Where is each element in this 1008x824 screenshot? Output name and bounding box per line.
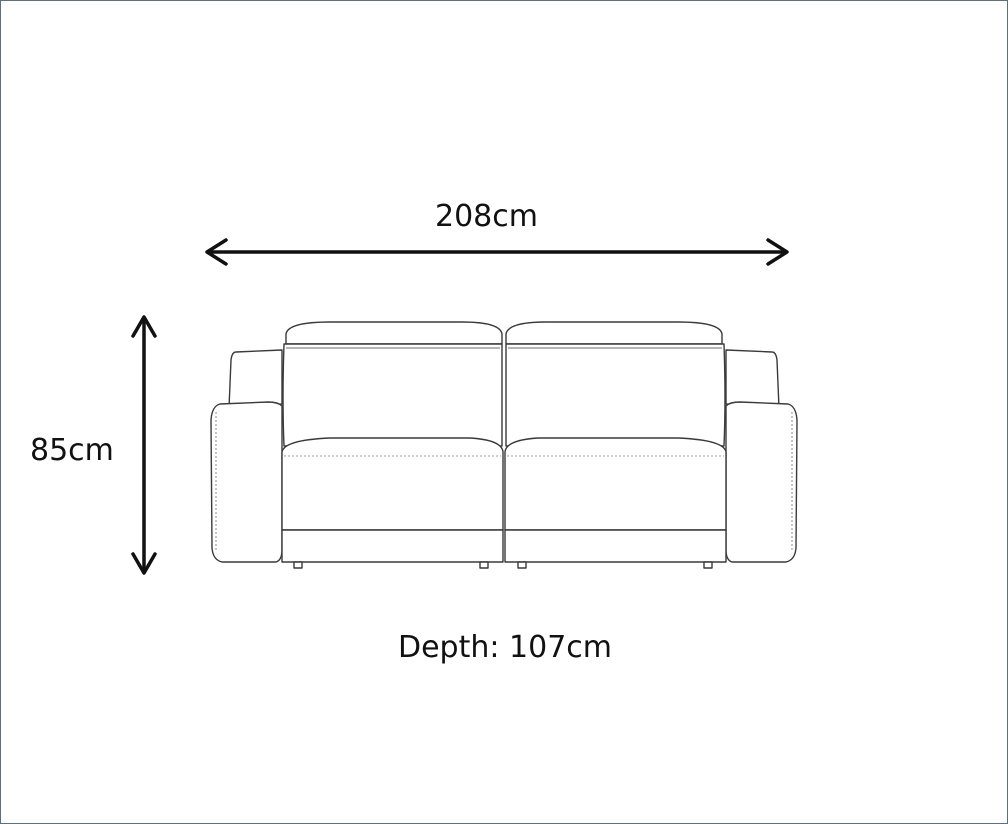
left-arm [210, 401, 283, 563]
foot [293, 561, 303, 569]
right-headrest [505, 321, 723, 345]
depth-label: Depth: 107cm [398, 630, 612, 665]
height-label: 85cm [30, 433, 114, 468]
foot [479, 561, 489, 569]
height-arrow [131, 315, 157, 575]
foot [517, 561, 527, 569]
width-arrow [205, 238, 789, 266]
right-seat-cushion [504, 437, 727, 531]
foot [703, 561, 713, 569]
right-arm [725, 401, 798, 563]
sofa-drawing [210, 321, 798, 569]
right-base [504, 529, 727, 563]
left-arm-back [228, 349, 283, 409]
left-base [281, 529, 504, 563]
left-seat-cushion [281, 437, 504, 531]
left-back-cushion [282, 343, 503, 447]
left-headrest [285, 321, 503, 345]
right-back-cushion [505, 343, 726, 447]
right-arm-back [725, 349, 780, 409]
width-label: 208cm [435, 199, 538, 234]
